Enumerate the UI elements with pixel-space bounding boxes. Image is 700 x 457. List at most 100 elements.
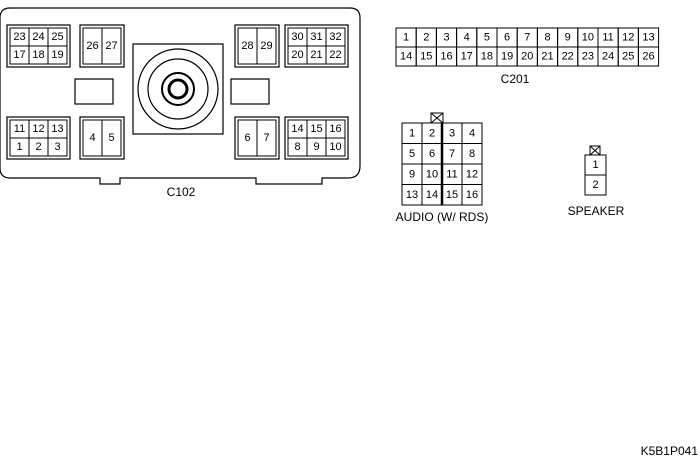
audio-pin-9: 9 <box>409 168 415 180</box>
audio-pin-1: 1 <box>409 127 415 139</box>
speaker-pin-1: 1 <box>592 159 598 171</box>
c102-pin-12: 12 <box>32 123 44 135</box>
c201-pin-11: 11 <box>602 32 613 44</box>
c102-knob-center <box>167 78 189 100</box>
audio-pin-3: 3 <box>449 127 455 139</box>
c201-pin-5: 5 <box>484 32 490 44</box>
audio-latch-icon <box>430 112 444 124</box>
c102-pin-16: 16 <box>329 123 341 135</box>
c102-cell <box>47 45 68 65</box>
c102-pin-10: 10 <box>329 141 341 153</box>
c102-frame <box>6 24 71 68</box>
audio-pin-2: 2 <box>429 127 435 139</box>
c102-pin-8: 8 <box>294 141 300 153</box>
c102-left-latch <box>74 78 114 105</box>
c102-cell <box>325 137 346 157</box>
c201-pin-24: 24 <box>602 51 614 63</box>
c102-pin-31: 31 <box>310 31 322 43</box>
c102-frame <box>284 24 349 68</box>
c102-pin-20: 20 <box>291 49 303 61</box>
audio-pin-16: 16 <box>466 189 478 201</box>
c102-pin-18: 18 <box>32 49 44 61</box>
c102-frame <box>234 24 280 68</box>
c102-pin-23: 23 <box>13 31 25 43</box>
audio-label: AUDIO (W/ RDS) <box>396 210 489 224</box>
audio-pin-12: 12 <box>466 168 478 180</box>
c201-pin-3: 3 <box>443 32 449 44</box>
audio-pin-15: 15 <box>446 189 458 201</box>
c102-cell <box>325 45 346 65</box>
c201-label: C201 <box>501 72 530 86</box>
c102-pin-26: 26 <box>86 40 98 52</box>
c102-cell <box>256 119 277 157</box>
c102-pin-28: 28 <box>241 40 253 52</box>
c102-pin-4: 4 <box>89 132 95 144</box>
audio-pin-8: 8 <box>469 148 475 160</box>
speaker-pin-grid: 12 <box>584 154 607 196</box>
c102-pin-14: 14 <box>291 123 303 135</box>
c102-pin-29: 29 <box>260 40 272 52</box>
c102-pin-13: 13 <box>51 123 63 135</box>
c201-pin-18: 18 <box>481 51 493 63</box>
c102-outline <box>0 7 361 185</box>
c102-pin-27: 27 <box>105 40 117 52</box>
c201-pin-20: 20 <box>521 51 533 63</box>
c102-pin-5: 5 <box>108 132 114 144</box>
speaker-cell <box>584 174 607 196</box>
c201-pin-8: 8 <box>544 32 550 44</box>
c102-cell <box>101 119 122 157</box>
c102-pin-3: 3 <box>54 141 60 153</box>
c201-pin-14: 14 <box>400 51 412 63</box>
c201-pin-6: 6 <box>504 32 510 44</box>
c102-pin-17: 17 <box>13 49 25 61</box>
c102-pin-9: 9 <box>313 141 319 153</box>
c201-pin-1: 1 <box>403 32 409 44</box>
audio-pin-10: 10 <box>426 168 438 180</box>
audio-pin-13: 13 <box>406 189 418 201</box>
audio-pin-14: 14 <box>426 189 438 201</box>
audio-cell <box>461 184 483 206</box>
c201-pin-16: 16 <box>440 51 452 63</box>
c102-cell <box>101 27 122 65</box>
audio-pin-11: 11 <box>446 168 457 180</box>
c102-knob-ring <box>147 58 209 120</box>
c201-pin-13: 13 <box>642 32 654 44</box>
c102-pin-25: 25 <box>51 31 63 43</box>
c201-pin-17: 17 <box>461 51 473 63</box>
c102-pin-7: 7 <box>263 132 269 144</box>
c201-pin-21: 21 <box>541 51 553 63</box>
c102-pin-15: 15 <box>310 123 322 135</box>
audio-pin-5: 5 <box>409 148 415 160</box>
c102-pin-19: 19 <box>51 49 63 61</box>
c102-label: C102 <box>167 185 196 199</box>
c102-knob-hub <box>161 72 195 106</box>
c102-pin-11: 11 <box>14 123 25 135</box>
speaker-latch-icon <box>589 145 601 156</box>
c201-pin-2: 2 <box>423 32 429 44</box>
c102-pin-1: 1 <box>16 141 22 153</box>
c201-cell <box>637 46 660 67</box>
c201-pin-4: 4 <box>464 32 470 44</box>
c201-pin-15: 15 <box>420 51 432 63</box>
speaker-pin-2: 2 <box>592 179 598 191</box>
c102-center-housing <box>132 43 224 135</box>
figure-code: K5B1P041 <box>641 444 699 457</box>
c201-pin-19: 19 <box>501 51 513 63</box>
c201-pin-10: 10 <box>582 32 594 44</box>
c102-cell <box>256 27 277 65</box>
c201-pin-9: 9 <box>565 32 571 44</box>
audio-pin-7: 7 <box>449 148 455 160</box>
c102-pin-30: 30 <box>291 31 303 43</box>
c201-pin-23: 23 <box>582 51 594 63</box>
c201-pin-7: 7 <box>524 32 530 44</box>
c102-connector <box>0 7 361 185</box>
c201-pin-25: 25 <box>622 51 634 63</box>
c102-pin-6: 6 <box>244 132 250 144</box>
c102-frame <box>6 116 71 160</box>
c102-right-latch <box>230 78 270 105</box>
c201-pin-12: 12 <box>622 32 634 44</box>
c102-frame <box>79 24 125 68</box>
